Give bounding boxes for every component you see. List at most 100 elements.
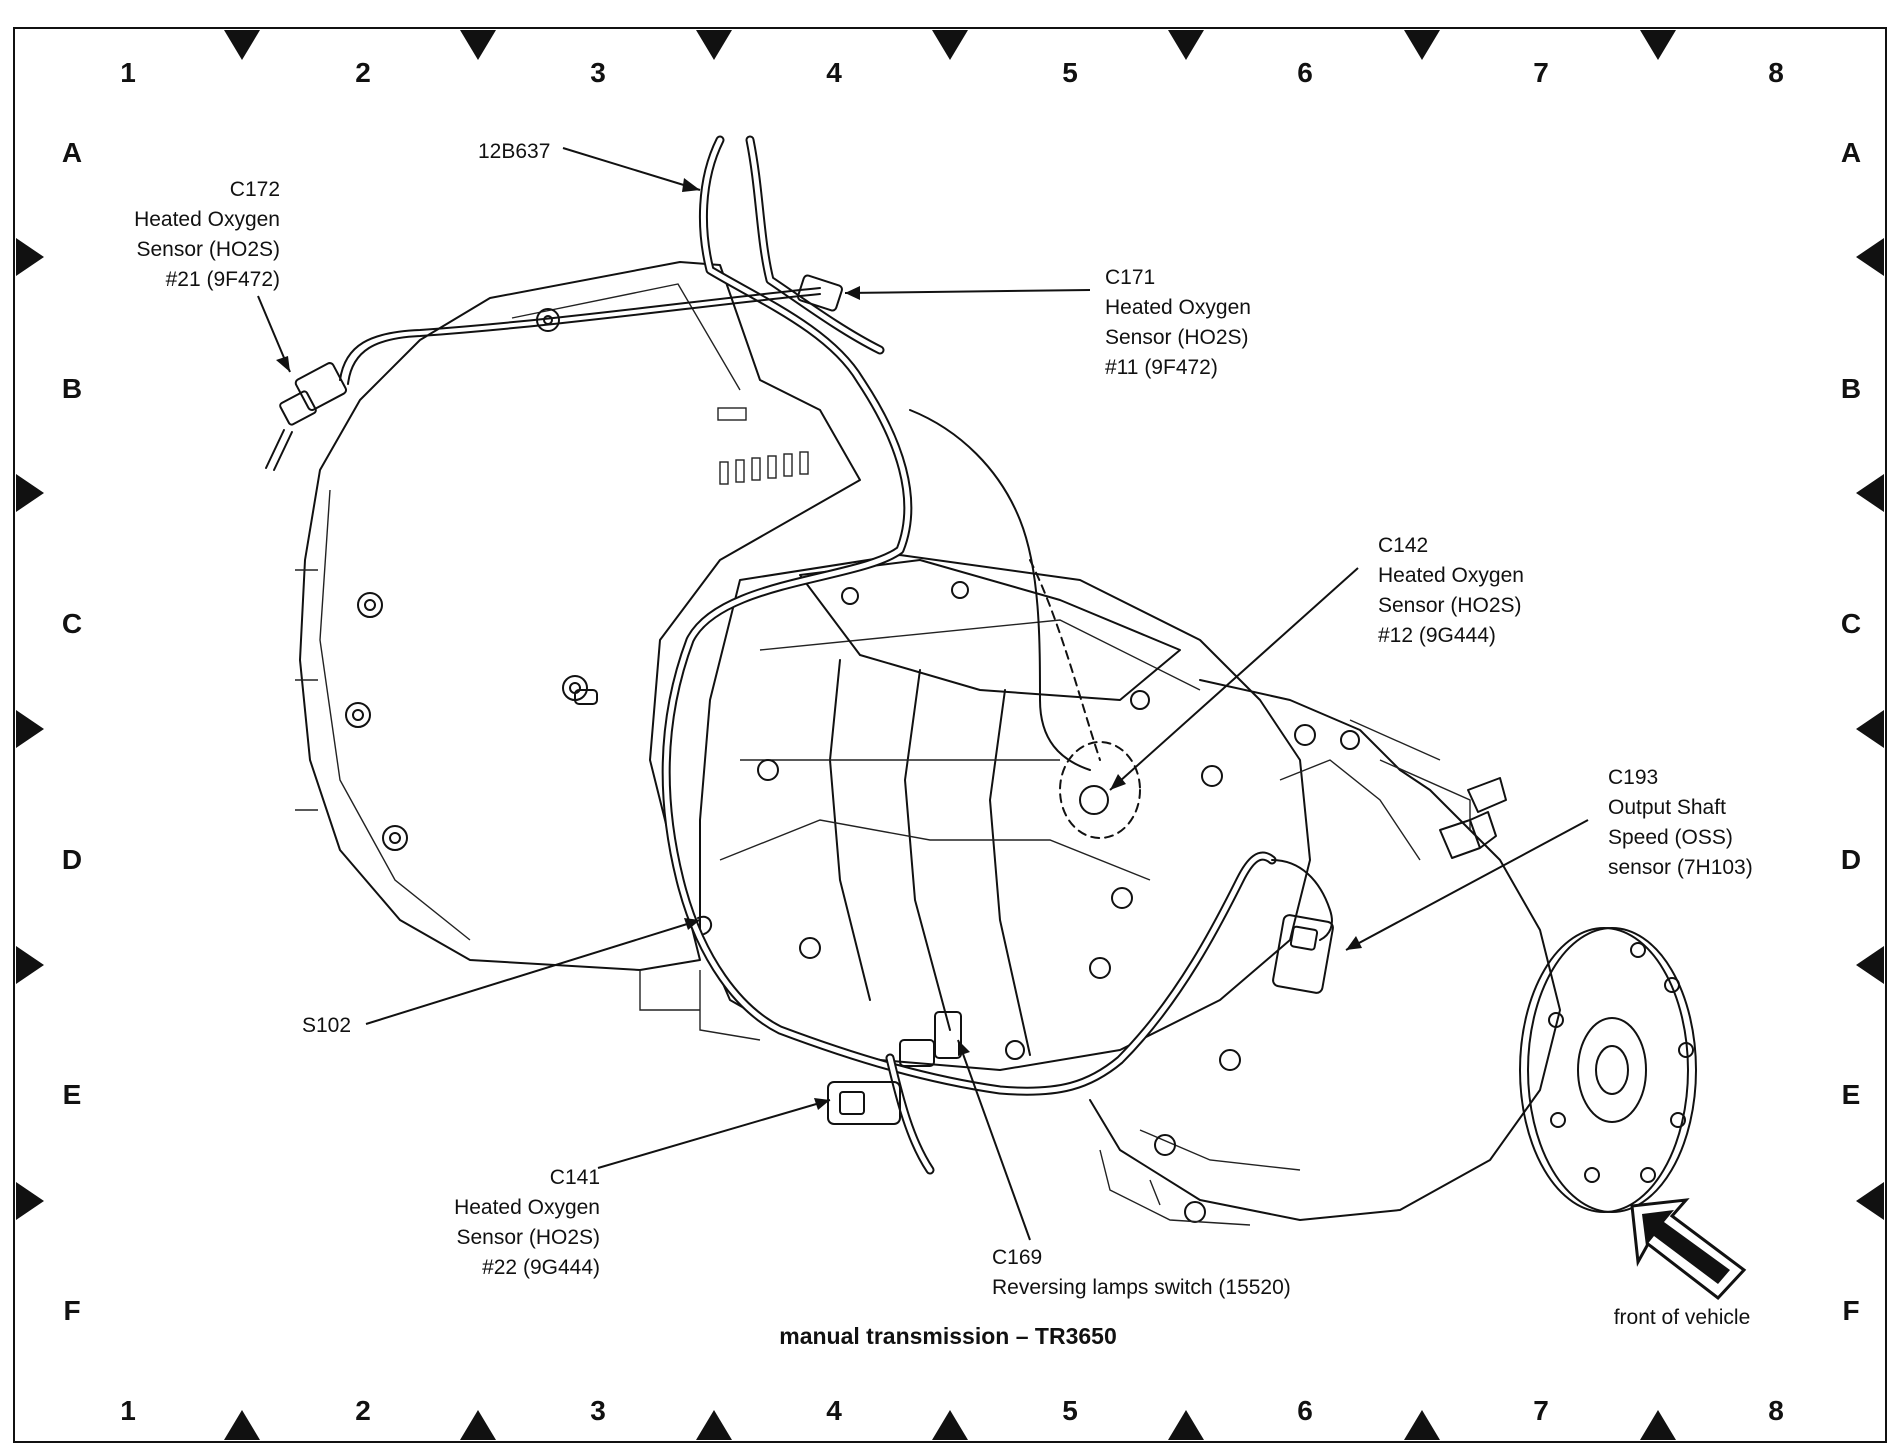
grid-row-b-right: B <box>1841 373 1861 404</box>
output-stud <box>1439 811 1497 859</box>
extension-housing <box>1089 679 1561 1221</box>
c171-connector <box>797 274 843 312</box>
grid-row-d-left: D <box>62 844 82 875</box>
grid-row-c-right: C <box>1841 608 1861 639</box>
callout-c193-line-4: sensor (7H103) <box>1608 856 1753 879</box>
callout-c141: C141 Heated Oxygen Sensor (HO2S) #22 (9G… <box>454 1166 600 1279</box>
callout-leaders <box>257 147 1589 1241</box>
callout-c193-line-3: Speed (OSS) <box>1608 826 1733 849</box>
callout-c172-line-4: #21 (9F472) <box>166 268 280 291</box>
grid-row-a-left: A <box>62 137 82 168</box>
callout-c172-line-1: C172 <box>230 178 280 201</box>
callout-12b637: 12B637 <box>478 140 550 163</box>
callout-c142-line-2: Heated Oxygen <box>1378 564 1524 587</box>
case-panel-lines <box>719 619 1201 881</box>
grid-col-5-bottom: 5 <box>1062 1395 1078 1426</box>
callout-c141-line-2: Heated Oxygen <box>454 1196 600 1219</box>
callout-c193: C193 Output Shaft Speed (OSS) sensor (7H… <box>1608 766 1753 879</box>
case-rib-1 <box>829 659 871 1001</box>
grid-col-4-top: 4 <box>826 57 842 88</box>
grid-col-8-bottom: 8 <box>1768 1395 1784 1426</box>
grid-col-3-bottom: 3 <box>590 1395 606 1426</box>
c172-connector <box>265 362 347 471</box>
grid-row-c-left: C <box>62 608 82 639</box>
callout-c141-line-3: Sensor (HO2S) <box>456 1226 600 1249</box>
callout-c142-line-4: #12 (9G444) <box>1378 624 1496 647</box>
diagram-border <box>13 27 1887 1443</box>
callout-c141-line-1: C141 <box>550 1166 600 1189</box>
grid-col-6-top: 6 <box>1297 57 1313 88</box>
grid-row-labels-left: A B C D E F <box>62 137 82 1326</box>
s102-splice <box>697 915 713 935</box>
c142-sensor-location <box>1059 741 1141 839</box>
c142-lead-wire <box>909 409 1091 771</box>
wiring-harness <box>265 135 1334 1175</box>
grid-col-6-bottom: 6 <box>1297 1395 1313 1426</box>
callout-c169-line-1: C169 <box>992 1246 1042 1269</box>
grid-row-e-left: E <box>63 1079 82 1110</box>
bottom-mount <box>639 970 761 1041</box>
callout-c172-line-2: Heated Oxygen <box>134 208 280 231</box>
callout-c142-line-1: C142 <box>1378 534 1428 557</box>
front-of-vehicle-label: front of vehicle <box>1614 1306 1751 1329</box>
grid-row-e-right: E <box>1842 1079 1861 1110</box>
case-rib-2 <box>904 669 951 1031</box>
grid-col-2-top: 2 <box>355 57 371 88</box>
grid-column-labels-bottom: 1 2 3 4 5 6 7 8 <box>120 1395 1784 1426</box>
case-top-cover <box>799 559 1181 701</box>
grid-col-1-top: 1 <box>120 57 136 88</box>
c193-connector <box>1272 914 1334 994</box>
grid-col-4-bottom: 4 <box>826 1395 842 1426</box>
grid-markers <box>16 30 1884 1440</box>
transmission-case <box>699 554 1311 1071</box>
transmission-illustration <box>295 261 1697 1226</box>
c169-connector <box>899 1011 962 1067</box>
callout-c172-line-3: Sensor (HO2S) <box>136 238 280 261</box>
main-harness <box>661 135 1277 1096</box>
grid-row-labels-right: A B C D E F <box>1841 137 1861 1326</box>
main-harness-core <box>663 137 1275 1094</box>
callout-c142-line-3: Sensor (HO2S) <box>1378 594 1522 617</box>
grid-col-5-top: 5 <box>1062 57 1078 88</box>
callout-s102: S102 <box>302 1014 351 1037</box>
callout-c193-line-1: C193 <box>1608 766 1658 789</box>
harness-top-branch <box>745 135 885 355</box>
callout-c172: C172 Heated Oxygen Sensor (HO2S) #21 (9F… <box>134 178 280 291</box>
housing-vent-slots <box>717 407 809 485</box>
callout-c171: C171 Heated Oxygen Sensor (HO2S) #11 (9F… <box>1105 266 1251 379</box>
grid-col-2-bottom: 2 <box>355 1395 371 1426</box>
callout-c171-line-4: #11 (9F472) <box>1105 356 1218 379</box>
callout-c169: C169 Reversing lamps switch (15520) <box>992 1246 1291 1299</box>
grid-col-7-top: 7 <box>1533 57 1549 88</box>
bell-housing <box>299 261 861 971</box>
c193-lead-wire <box>1271 859 1333 941</box>
diagram-title: manual transmission – TR3650 <box>779 1323 1116 1349</box>
bell-housing-bolts <box>295 308 598 851</box>
grid-col-8-top: 8 <box>1768 57 1784 88</box>
c172-lead-wire <box>339 287 821 381</box>
callout-c171-line-1: C171 <box>1105 266 1155 289</box>
grid-col-1-bottom: 1 <box>120 1395 136 1426</box>
case-rib-3 <box>989 689 1031 1056</box>
callout-c141-line-4: #22 (9G444) <box>482 1256 600 1279</box>
grid-col-3-top: 3 <box>590 57 606 88</box>
extension-details <box>1139 719 1471 1171</box>
output-flange <box>1519 927 1697 1213</box>
front-of-vehicle-arrow-icon <box>1630 1198 1747 1301</box>
grid-col-7-bottom: 7 <box>1533 1395 1549 1426</box>
grid-column-labels-top: 1 2 3 4 5 6 7 8 <box>120 57 1784 88</box>
grid-row-f-left: F <box>63 1295 80 1326</box>
upper-stud <box>1467 777 1507 813</box>
grid-row-f-right: F <box>1842 1295 1859 1326</box>
case-bolts <box>757 581 1223 1060</box>
grid-row-d-right: D <box>1841 844 1861 875</box>
callout-c171-line-2: Heated Oxygen <box>1105 296 1251 319</box>
lower-sump <box>1099 1149 1251 1226</box>
c141-connector <box>827 1053 935 1175</box>
grid-row-a-right: A <box>1841 137 1861 168</box>
callout-c193-line-2: Output Shaft <box>1608 796 1726 819</box>
callout-c142: C142 Heated Oxygen Sensor (HO2S) #12 (9G… <box>1378 534 1524 647</box>
grid-row-b-left: B <box>62 373 82 404</box>
callout-c171-line-3: Sensor (HO2S) <box>1105 326 1249 349</box>
